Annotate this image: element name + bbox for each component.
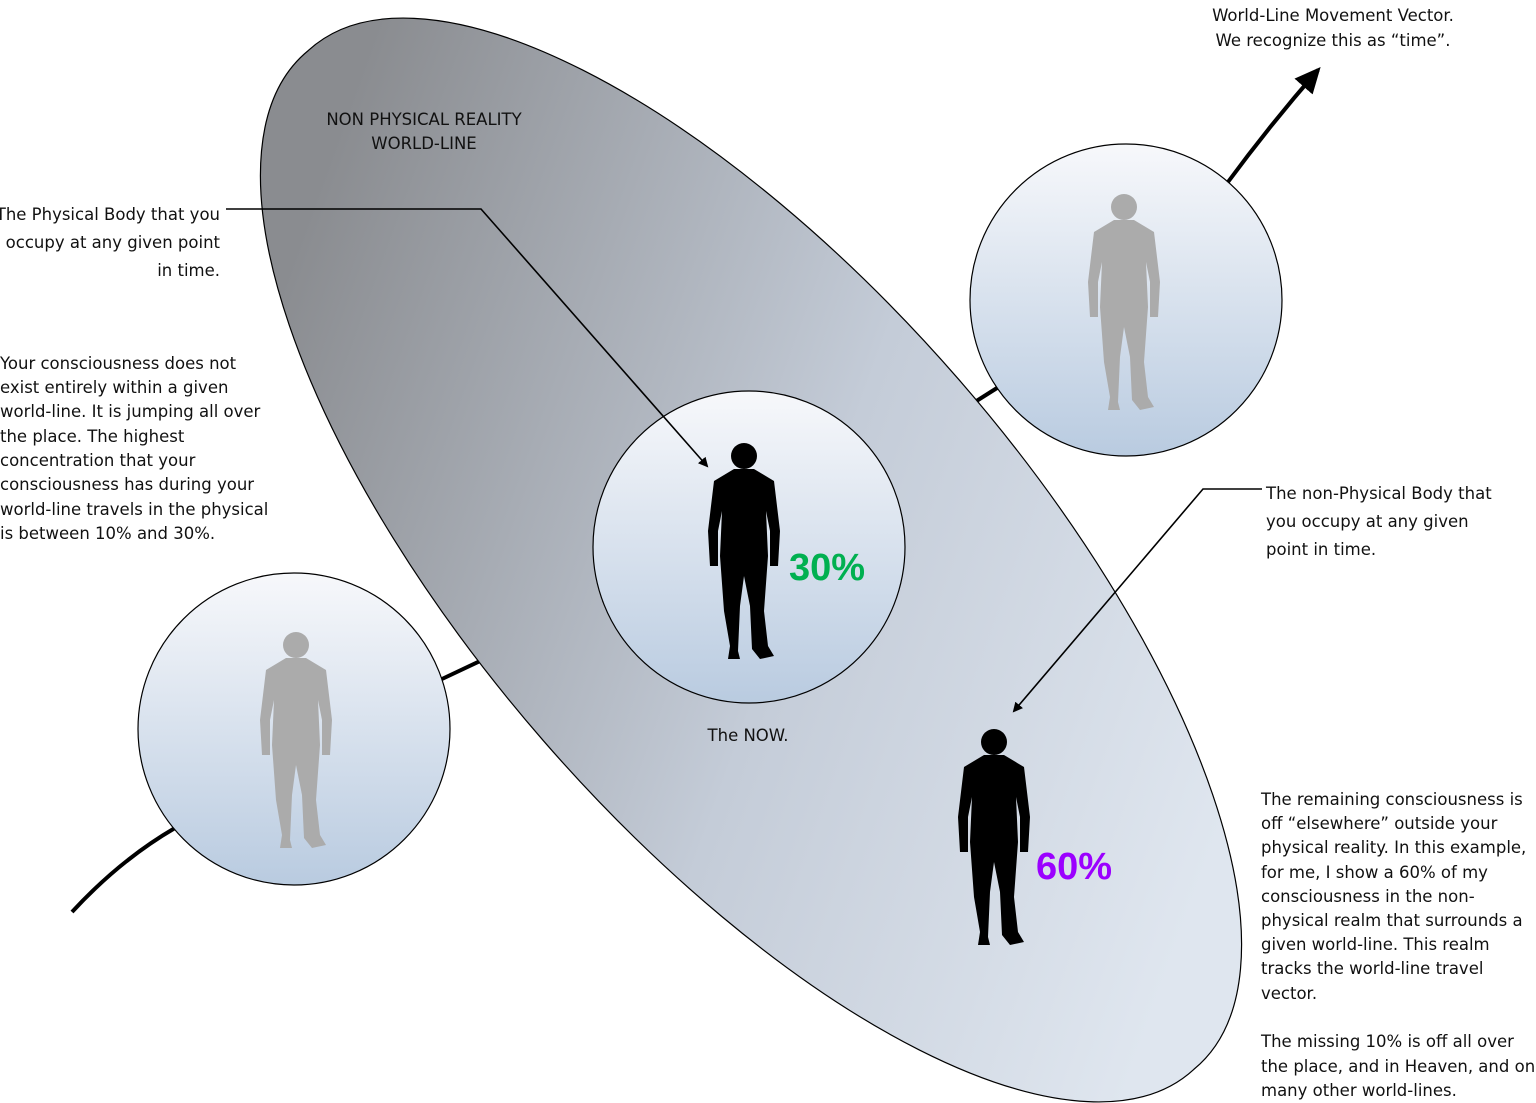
text-line: concentration that your [0,451,196,470]
text-line: the place, and in Heaven, and on [1261,1057,1535,1076]
text-line: The missing 10% is off all over [1260,1032,1514,1051]
nonphysical-body-label: The non-Physical Body that you occupy at… [1265,484,1492,559]
physical-body-pointer [226,208,709,468]
time-vector-arrow [1226,66,1321,184]
label-line: The non-Physical Body that [1265,484,1492,503]
nonphysical-body-pointer [1012,488,1262,713]
text-line: Your consciousness does not [0,354,237,373]
time-vector-label-1: World-Line Movement Vector. [1212,6,1454,25]
text-line: off “elsewhere” outside your [1261,814,1498,833]
remaining-consciousness-text: The remaining consciousness is off “else… [1260,790,1526,1003]
nonphysical-percent: 60% [1036,846,1112,888]
text-line: consciousness in the non- [1261,887,1475,906]
label-line: point in time. [1266,540,1376,559]
time-vector-label-2: We recognize this as “time”. [1216,31,1451,50]
physical-percent: 30% [789,547,865,589]
label-line: you occupy at any given [1266,512,1469,531]
text-line: for me, I show a 60% of my [1261,863,1488,882]
text-line: world-line. It is jumping all over [0,402,261,421]
text-line: tracks the world-line travel [1261,959,1483,978]
text-line: exist entirely within a given [0,378,228,397]
ellipse-label-1: NON PHYSICAL REALITY [326,110,522,129]
text-line: physical realm that surrounds a [1261,911,1523,930]
text-line: The remaining consciousness is [1260,790,1523,809]
text-line: physical reality. In this example, [1261,838,1526,857]
text-line: world-line travels in the physical [0,500,268,519]
text-line: vector. [1261,984,1317,1003]
missing-consciousness-text: The missing 10% is off all over the plac… [1260,1032,1535,1100]
text-line: many other world-lines. [1261,1081,1457,1100]
label-line: occupy at any given point [6,233,221,252]
text-line: is between 10% and 30%. [0,524,215,543]
physical-body-label: The Physical Body that you occupy at any… [0,205,221,280]
label-line: in time. [157,261,220,280]
label-line: The Physical Body that you [0,205,220,224]
now-label: The NOW. [707,726,789,745]
ellipse-label-2: WORLD-LINE [371,134,476,153]
text-line: given world-line. This realm [1261,935,1490,954]
consciousness-text: Your consciousness does not exist entire… [0,354,268,543]
text-line: the place. The highest [0,427,185,446]
text-line: consciousness has during your [0,475,254,494]
